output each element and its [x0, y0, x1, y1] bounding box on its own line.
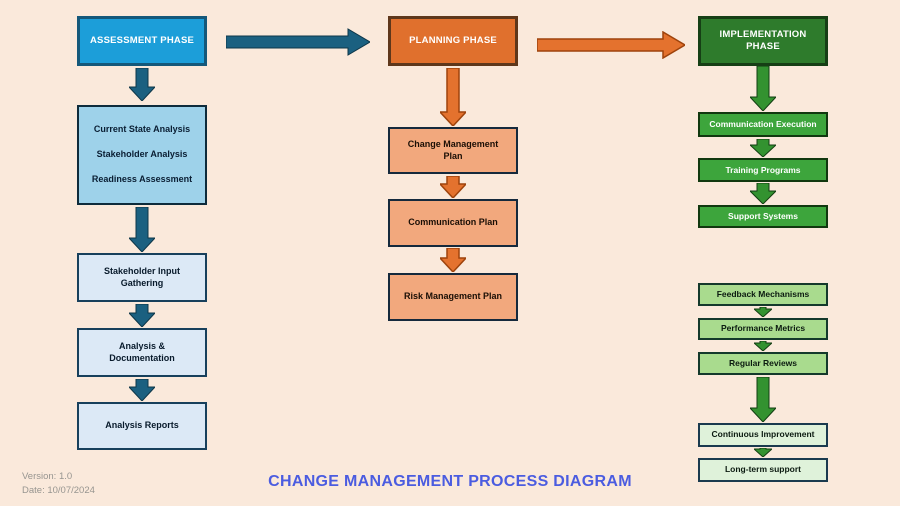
- performance-metrics-box: Performance Metrics: [698, 318, 828, 340]
- assessment-phase-label: ASSESSMENT PHASE: [89, 34, 195, 46]
- date-text: Date: 10/07/2024: [22, 484, 95, 496]
- long-term-support-box: Long-term support: [698, 458, 828, 482]
- continuous-improvement-box: Continuous Improvement: [698, 423, 828, 447]
- regular-reviews-box: Regular Reviews: [698, 352, 828, 375]
- arrow-down-implementation-icon: [750, 66, 776, 111]
- implementation-phase-box: IMPLEMENTATION PHASE: [698, 16, 828, 66]
- step-label: Change Management Plan: [407, 138, 499, 161]
- arrow-to-risk-management-plan-icon: [440, 248, 466, 272]
- step-label: Continuous Improvement: [711, 429, 815, 440]
- assessment-summary-box: Current State Analysis Stakeholder Analy…: [77, 105, 207, 205]
- arrow-to-continuous-improvement-icon: [750, 377, 776, 422]
- planning-phase-label: PLANNING PHASE: [409, 34, 497, 46]
- arrow-down-planning-icon: [440, 68, 466, 126]
- step-label: Analysis & Documentation: [109, 340, 175, 363]
- training-programs-box: Training Programs: [698, 158, 828, 182]
- arrow-to-analysis-documentation-icon: [129, 304, 155, 327]
- step-label: Support Systems: [728, 211, 798, 222]
- assessment-phase-box: ASSESSMENT PHASE: [77, 16, 207, 66]
- communication-plan-box: Communication Plan: [388, 199, 518, 247]
- step-label: Analysis Reports: [105, 420, 179, 431]
- communication-execution-box: Communication Execution: [698, 112, 828, 137]
- arrow-to-communication-plan-icon: [440, 176, 466, 198]
- summary-item: Current State Analysis: [93, 124, 191, 135]
- step-label: Performance Metrics: [720, 323, 806, 334]
- arrow-to-analysis-reports-icon: [129, 379, 155, 401]
- planning-phase-box: PLANNING PHASE: [388, 16, 518, 66]
- step-label: Communication Plan: [408, 217, 498, 228]
- arrow-to-training-programs-icon: [750, 139, 776, 157]
- arrow-down-assessment-icon: [129, 68, 155, 101]
- implementation-phase-label: IMPLEMENTATION PHASE: [719, 28, 807, 52]
- summary-item: Readiness Assessment: [91, 173, 193, 184]
- step-label: Communication Execution: [709, 119, 817, 130]
- version-text: Version: 1.0: [22, 471, 73, 482]
- arrow-assessment-to-planning-icon: [226, 28, 370, 56]
- arrow-to-long-term-support-icon: [754, 448, 772, 457]
- arrow-summary-to-stakeholder-input-icon: [129, 207, 155, 252]
- step-label: Risk Management Plan: [403, 291, 503, 302]
- analysis-reports-box: Analysis Reports: [77, 402, 207, 450]
- change-management-plan-box: Change Management Plan: [388, 127, 518, 174]
- stakeholder-input-gathering-box: Stakeholder Input Gathering: [77, 253, 207, 302]
- support-systems-box: Support Systems: [698, 205, 828, 228]
- step-label: Training Programs: [725, 164, 801, 175]
- feedback-mechanisms-box: Feedback Mechanisms: [698, 283, 828, 306]
- diagram-title: CHANGE MANAGEMENT PROCESS DIAGRAM: [268, 473, 632, 490]
- analysis-documentation-box: Analysis & Documentation: [77, 328, 207, 377]
- summary-item: Stakeholder Analysis: [96, 149, 188, 160]
- arrow-to-regular-reviews-icon: [754, 341, 772, 351]
- version-date-block: Version: 1.0 Date: 10/07/2024: [22, 470, 95, 498]
- arrow-to-performance-metrics-icon: [754, 307, 772, 317]
- arrow-to-support-systems-icon: [750, 183, 776, 204]
- step-label: Regular Reviews: [728, 357, 798, 368]
- risk-management-plan-box: Risk Management Plan: [388, 273, 518, 321]
- step-label: Long-term support: [724, 464, 802, 475]
- step-label: Feedback Mechanisms: [716, 288, 810, 299]
- arrow-planning-to-implementation-icon: [537, 31, 685, 59]
- step-label: Stakeholder Input Gathering: [103, 265, 180, 288]
